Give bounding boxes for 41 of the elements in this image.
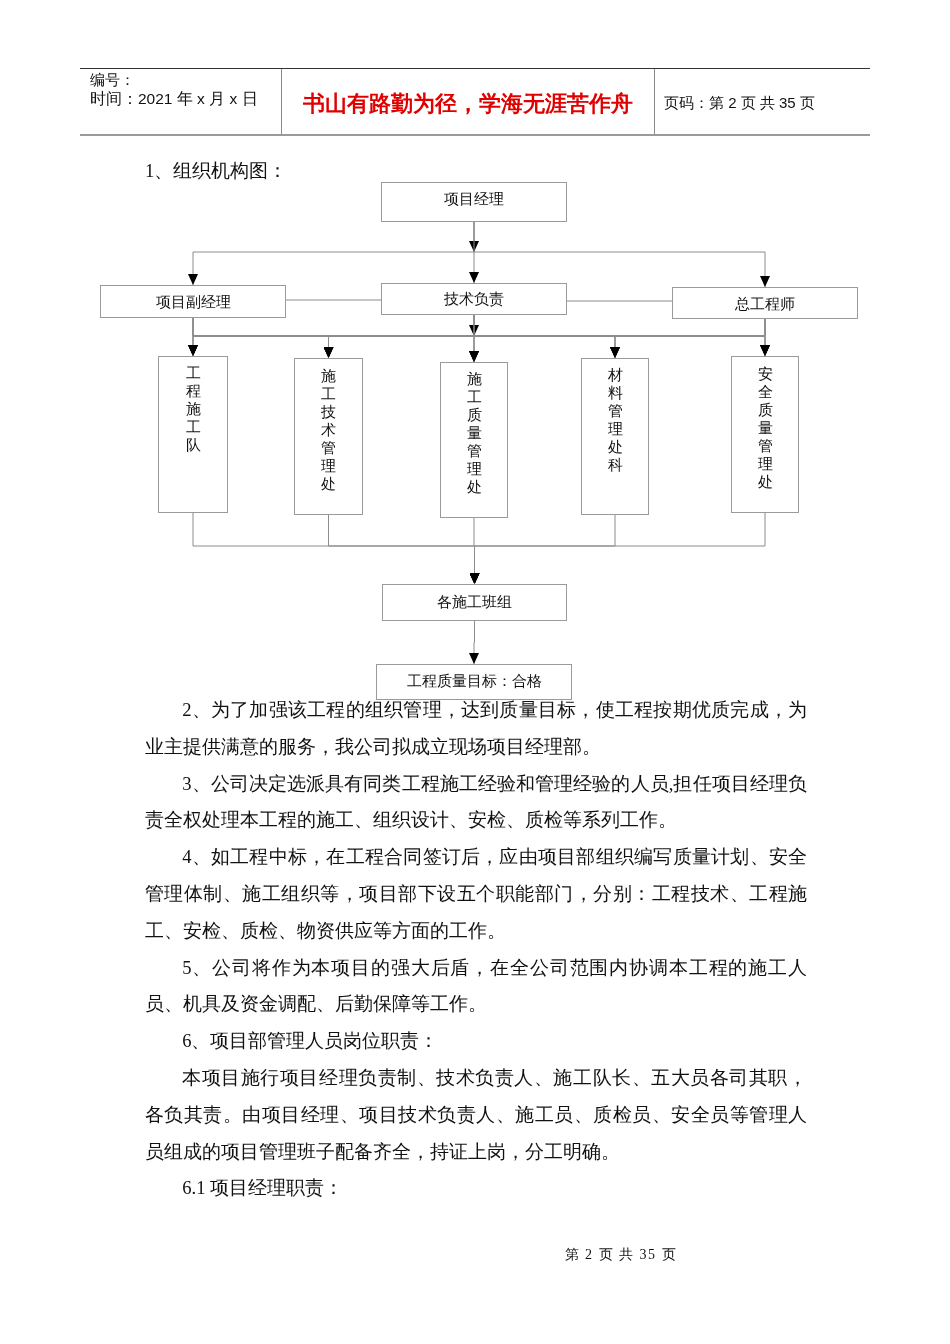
connector-arrow <box>469 512 766 585</box>
department-name: 施工质量管理处 <box>466 370 482 496</box>
department-box <box>294 358 363 515</box>
position-box <box>672 287 858 319</box>
position-title: 项目经理 <box>444 190 504 208</box>
department-name: 施工技术管理处 <box>321 367 336 493</box>
connector-line <box>285 299 382 301</box>
position-box <box>100 285 286 318</box>
connector-arrow <box>760 318 770 357</box>
department-name: 安全质量管理处 <box>757 365 773 491</box>
motto-text: 书山有路勤为径，学海无涯苦作舟 <box>303 91 633 118</box>
connector-line <box>566 300 673 302</box>
body-paragraph: 6、项目部管理人员岗位职责： <box>181 1029 440 1054</box>
document-number-label: 编号： <box>90 71 135 89</box>
connector-arrow <box>469 620 479 665</box>
goal-text: 工程质量目标：合格 <box>406 672 542 690</box>
body-paragraph: 4、如工程中标，在工程合同签订后，应由项目部组织编写质量计划、安全管理体制、施工组织等，项目部下设五个职能部门，分别：工程技术、工程施工、安检、质检、物资供应等方面的工作。 <box>145 845 807 943</box>
date-label: 时间：2021 年 x 月 x 日 <box>90 90 258 109</box>
department-box <box>731 356 799 513</box>
position-title: 技术负责 <box>444 290 504 308</box>
department-box <box>158 356 228 513</box>
department-name: 材料管理处科 <box>607 366 623 474</box>
position-title: 总工程师 <box>735 295 795 313</box>
body-paragraph: 5、公司将作为本项目的强大后盾，在全公司范围内协调本工程的施工人员、机具及资金调配、后勤保障等工作。 <box>145 955 807 1017</box>
position-box <box>381 182 567 222</box>
department-name: 工程施工队 <box>185 364 201 454</box>
body-paragraph: 本项目施行项目经理负责制、技术负责人、施工队长、五大员各司其职，各负其责。由项目经理、项目技术负责人、施工员、质检员、安全员等管理人员组成的项目管理班子配备齐全，持证上岗，分工明确。 <box>145 1065 807 1164</box>
goal-box <box>376 664 572 700</box>
body-paragraph: 3、公司决定选派具有同类工程施工经验和管理经验的人员,担任项目经理负责全权处理本工程的施工、组织设计、安检、质检等系列工作。 <box>145 771 807 833</box>
team-name: 各施工班组 <box>437 593 512 611</box>
position-title: 项目副经理 <box>155 293 231 311</box>
department-box <box>440 362 508 518</box>
position-box <box>381 283 567 315</box>
department-box <box>581 358 649 515</box>
body-paragraph: 2、为了加强该工程的组织管理，达到质量目标，使工程按期优质完成，为业主提供满意的服务，我公司拟成立现场项目经理部。 <box>145 698 807 759</box>
page-number-label: 页码：第 2 页 共 35 页 <box>664 94 815 112</box>
section-heading: 1、组织机构图： <box>145 160 288 183</box>
team-box <box>382 584 567 621</box>
connector-arrow <box>473 221 770 288</box>
body-paragraph: 6.1 项目经理职责： <box>181 1176 345 1201</box>
page-footer: 第 2 页 共 35 页 <box>564 1247 677 1264</box>
